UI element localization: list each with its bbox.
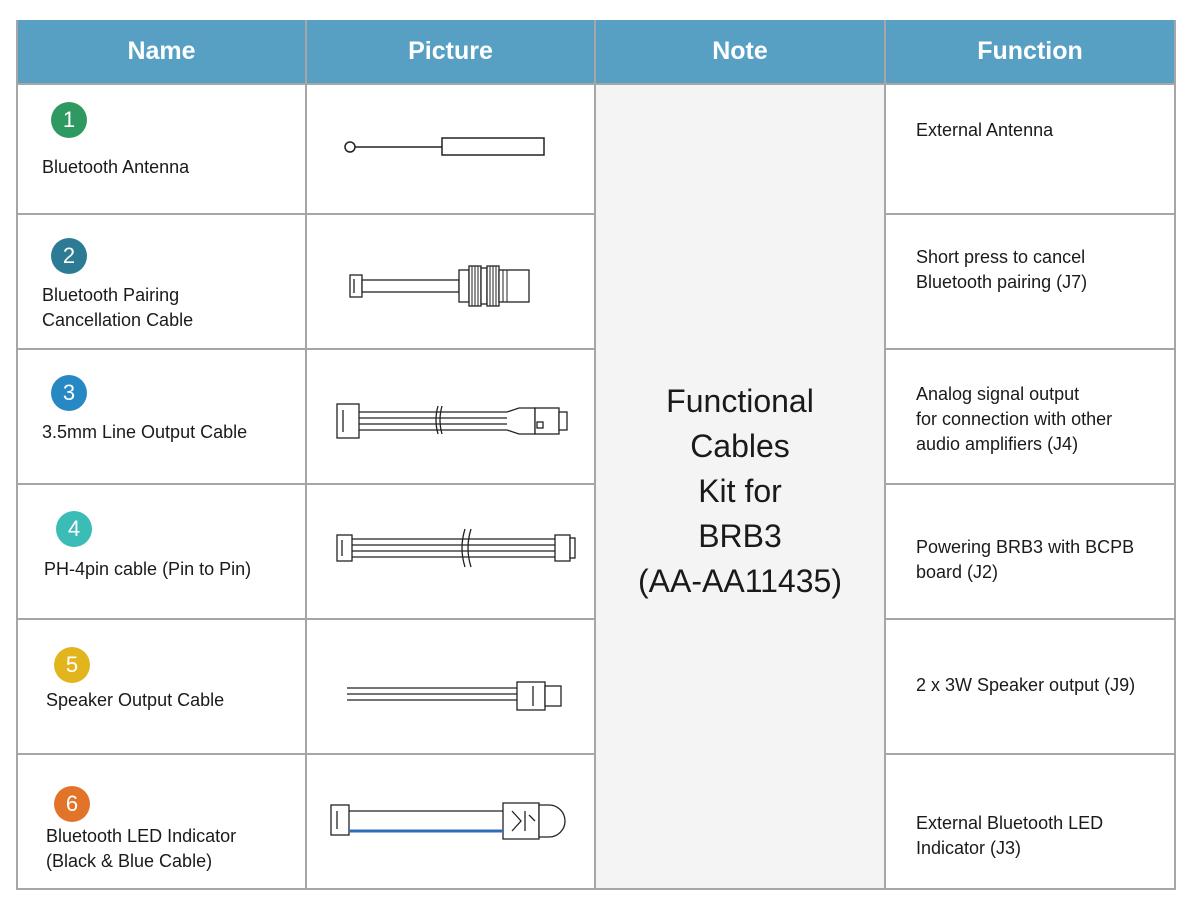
function-text: External Antenna (916, 120, 1054, 140)
line-output-cable-drawing (336, 403, 568, 439)
number-badge: 6 (54, 786, 90, 822)
table-row: 6 Bluetooth LED Indicator (Black & Blue … (16, 753, 1176, 890)
speaker-cable-drawing (347, 681, 562, 711)
picture-cell (305, 83, 596, 215)
item-name: Speaker Output Cable (46, 690, 225, 710)
name-cell: 5 Speaker Output Cable (16, 618, 307, 755)
name-cell: 4 PH-4pin cable (Pin to Pin) (16, 483, 307, 620)
picture-cell (305, 348, 596, 485)
number-badge: 2 (51, 238, 87, 274)
cables-kit-table: Name Picture Note Function 1 Bluetooth A… (16, 20, 1176, 890)
table-row: 3 3.5mm Line Output Cable (16, 348, 1176, 485)
number-badge: 3 (51, 375, 87, 411)
function-cell: Analog signal output for connection with… (884, 348, 1176, 485)
header-row: Name Picture Note Function (16, 20, 1176, 85)
header-note: Note (594, 20, 886, 85)
header-picture: Picture (305, 20, 596, 85)
pairing-button-cable-drawing (349, 265, 530, 307)
picture-cell (305, 753, 596, 890)
item-name: Bluetooth LED Indicator (Black & Blue Ca… (46, 826, 237, 871)
item-name: 3.5mm Line Output Cable (42, 422, 248, 442)
number-badge: 4 (56, 511, 92, 547)
function-cell: External Antenna (884, 83, 1176, 215)
function-cell: Short press to cancel Bluetooth pairing … (884, 213, 1176, 350)
table-row: 4 PH-4pin cable (Pin to Pin) (16, 483, 1176, 620)
function-text: Short press to cancel Bluetooth pairing … (916, 247, 1088, 292)
function-cell: 2 x 3W Speaker output (J9) (884, 618, 1176, 755)
item-name: PH-4pin cable (Pin to Pin) (44, 559, 252, 579)
led-indicator-cable-drawing (330, 802, 566, 840)
item-name: Bluetooth Antenna (42, 157, 190, 177)
note-cell: Functional Cables Kit for BRB3 (AA-AA114… (594, 83, 886, 890)
header-name: Name (16, 20, 307, 85)
table-row: 5 Speaker Output Cable (16, 618, 1176, 755)
function-text: 2 x 3W Speaker output (J9) (916, 675, 1136, 695)
picture-cell (305, 618, 596, 755)
ph4pin-cable-drawing (336, 528, 576, 568)
function-text: External Bluetooth LED Indicator (J3) (916, 813, 1104, 858)
name-cell: 3 3.5mm Line Output Cable (16, 348, 307, 485)
number-badge: 1 (51, 102, 87, 138)
name-cell: 6 Bluetooth LED Indicator (Black & Blue … (16, 753, 307, 890)
item-name: Bluetooth Pairing Cancellation Cable (42, 285, 194, 330)
function-cell: External Bluetooth LED Indicator (J3) (884, 753, 1176, 890)
function-text: Powering BRB3 with BCPB board (J2) (916, 537, 1135, 582)
header-function: Function (884, 20, 1176, 85)
function-cell: Powering BRB3 with BCPB board (J2) (884, 483, 1176, 620)
note-text: Functional Cables Kit for BRB3 (AA-AA114… (638, 383, 842, 599)
name-cell: 2 Bluetooth Pairing Cancellation Cable (16, 213, 307, 350)
table-row: 2 Bluetooth Pairing Cancellation Cable (16, 213, 1176, 350)
function-text: Analog signal output for connection with… (916, 384, 1113, 454)
table-row: 1 Bluetooth Antenna Functional Cables Ki… (16, 83, 1176, 890)
picture-cell (305, 213, 596, 350)
antenna-drawing (344, 137, 545, 156)
number-badge: 5 (54, 647, 90, 683)
name-cell: 1 Bluetooth Antenna (16, 83, 307, 215)
picture-cell (305, 483, 596, 620)
